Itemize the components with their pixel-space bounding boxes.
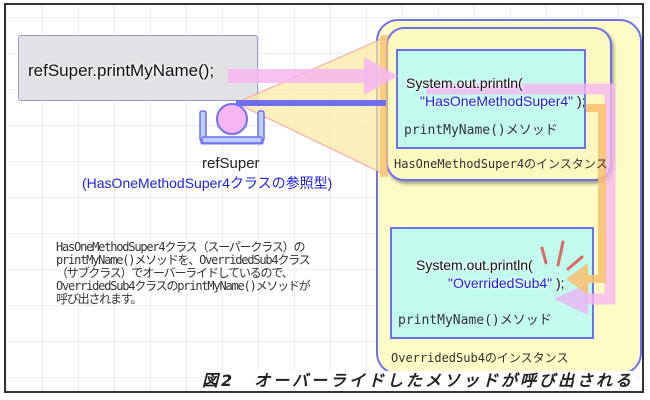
sub-code-line1: System.out.println( xyxy=(416,257,533,273)
sub-code-string: "OverridedSub4" xyxy=(448,275,553,291)
reference-variable-icon xyxy=(199,103,265,145)
call-statement-text: refSuper.printMyName(); xyxy=(28,61,215,80)
sub-code-line2: "OverridedSub4" ); xyxy=(448,275,565,291)
sub-method-label: printMyName()メソッド xyxy=(398,313,552,328)
super-code-line1: System.out.println( xyxy=(406,75,523,91)
description-text: HasOneMethodSuper4クラス（スーパークラス）の printMyN… xyxy=(56,241,372,306)
super-instance-label: HasOneMethodSuper4のインスタンス xyxy=(394,157,608,171)
description-line: 呼び出されます。 xyxy=(56,292,142,306)
super-code-line2: "HasOneMethodSuper4" ); xyxy=(420,93,586,109)
diagram-frame: refSuper.printMyName(); refSuper (HasOne… xyxy=(4,3,644,393)
reference-type-label: (HasOneMethodSuper4クラスの参照型) xyxy=(82,175,333,191)
super-code-string: "HasOneMethodSuper4" xyxy=(420,93,574,109)
description-line: HasOneMethodSuper4クラス（スーパークラス）の xyxy=(56,240,305,254)
reference-name: refSuper xyxy=(202,155,260,172)
description-line: printMyName()メソッドを、OverridedSub4クラス xyxy=(56,253,311,267)
description-line: OverridedSub4クラスのprintMyName()メソッドが xyxy=(56,279,311,293)
call-statement-box xyxy=(18,35,258,101)
sub-instance-label: OverridedSub4のインスタンス xyxy=(391,351,569,365)
super-method-label: printMyName()メソッド xyxy=(404,123,558,138)
description-line: （サブクラス）でオーバーライドしているので、 xyxy=(56,266,294,280)
super-code-end: ); xyxy=(573,93,586,109)
reference-link xyxy=(236,100,386,106)
figure-caption: 図2 オーバーライドしたメソッドが呼び出される xyxy=(200,371,636,391)
sub-code-end: ); xyxy=(552,275,565,291)
